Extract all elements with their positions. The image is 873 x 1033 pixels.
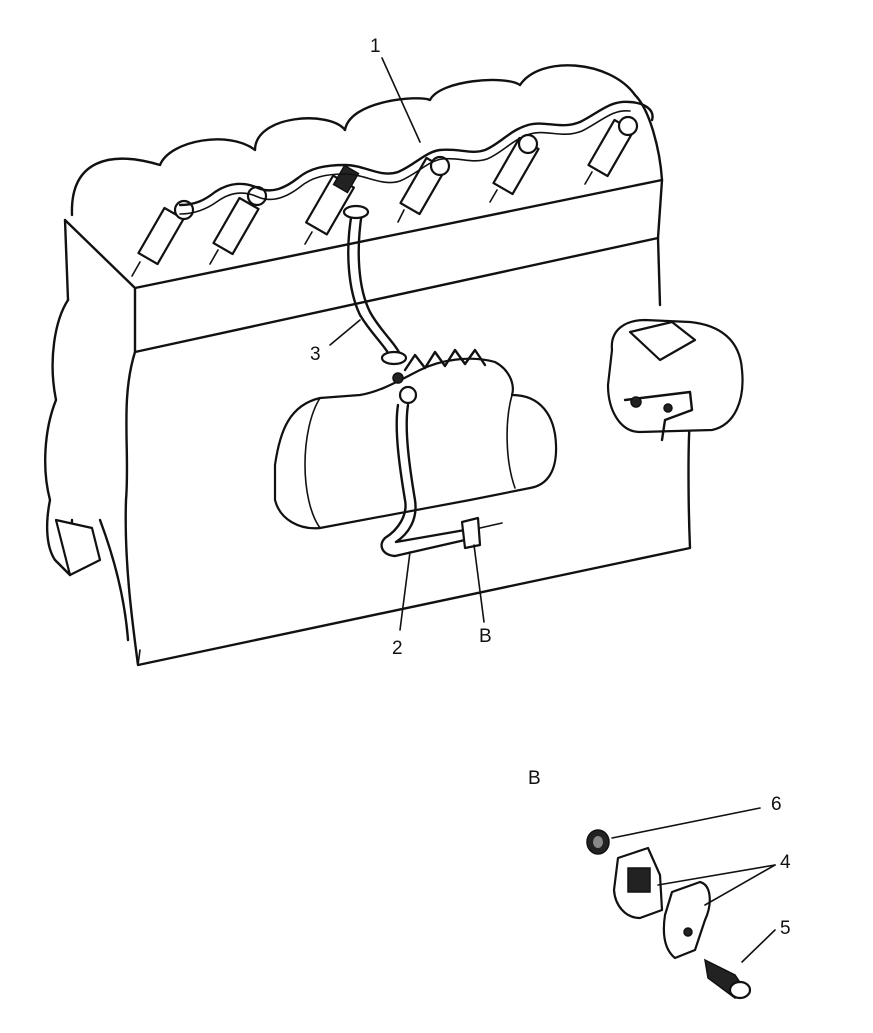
leak-off-line — [178, 100, 654, 207]
callout-5: 5 — [780, 918, 791, 939]
fitting — [398, 385, 418, 405]
top-deck — [63, 178, 664, 354]
callout-4: 4 — [780, 852, 791, 873]
callout-1: 1 — [370, 36, 381, 57]
leader-3 — [329, 319, 361, 346]
injector — [209, 185, 268, 265]
bolt — [704, 958, 752, 1000]
pump-body — [273, 357, 558, 530]
callout-6: 6 — [771, 794, 782, 815]
leader-4a — [657, 864, 776, 886]
block-front-face — [124, 236, 692, 667]
block-front-ridge — [137, 649, 141, 666]
cylinder-head-outline — [70, 64, 664, 217]
nut — [586, 829, 610, 855]
detail-b-title: B — [528, 768, 541, 789]
line-clip — [460, 516, 482, 550]
leader-6 — [611, 807, 761, 839]
fuel-line-2 — [380, 403, 467, 558]
injector — [489, 133, 540, 203]
fuel-line-2-inner — [394, 403, 467, 544]
detail-b — [586, 807, 776, 1000]
leader-2 — [399, 551, 411, 631]
fuel-line-3 — [347, 210, 394, 362]
clamp-slot — [627, 867, 651, 893]
filter-bracket — [623, 390, 694, 442]
engine-block — [44, 64, 692, 667]
injector — [584, 115, 639, 185]
pump-gear-teeth — [403, 348, 487, 372]
injector — [131, 199, 195, 277]
filter-housing — [606, 318, 744, 434]
callout-2: 2 — [392, 638, 403, 659]
fitting — [392, 372, 404, 384]
leader-b — [473, 544, 485, 623]
callout-b-ref: B — [479, 626, 492, 647]
injector — [397, 155, 451, 223]
leader-1 — [381, 57, 421, 143]
block-foot — [54, 518, 102, 577]
fitting — [380, 350, 408, 366]
callout-3: 3 — [310, 344, 321, 365]
leader-5 — [741, 929, 776, 963]
filter-cap — [628, 320, 697, 362]
filter-assembly — [606, 318, 744, 442]
bracket-bolt — [630, 396, 642, 408]
pump-end-cap — [304, 394, 516, 529]
fitting — [342, 204, 370, 220]
injector — [304, 164, 360, 245]
leak-off-line-inner — [179, 110, 631, 215]
block-left-side — [44, 298, 130, 642]
clip-tab — [479, 522, 503, 529]
leader-4b — [704, 864, 776, 906]
clamp-half-right — [662, 880, 711, 960]
bracket-bolt — [663, 403, 673, 413]
fuel-line-3-inner — [357, 210, 404, 360]
injection-pump — [273, 348, 558, 530]
clamp-hole — [683, 927, 693, 937]
